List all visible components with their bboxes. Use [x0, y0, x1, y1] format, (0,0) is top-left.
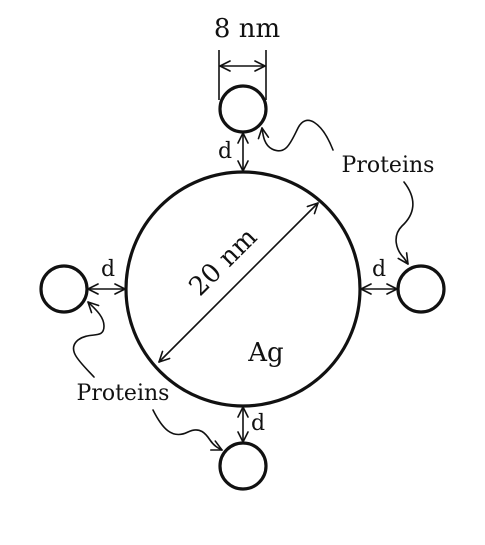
diameter-arrow: [158, 202, 319, 363]
proteins-label-top-right: Proteins: [342, 153, 435, 178]
pointer-to-protein-bottom: [152, 409, 223, 451]
protein-left: [39, 264, 89, 314]
distance-label-left: d: [101, 257, 115, 282]
protein-top: [218, 84, 268, 134]
distance-label-top: d: [218, 139, 232, 164]
distance-label-bottom: d: [251, 411, 265, 436]
proteins-label-bottom-left: Proteins: [77, 381, 170, 406]
diameter-label: 20 nm: [183, 222, 263, 302]
pointer-to-protein-right: [395, 181, 414, 265]
distance-label-right: d: [372, 257, 386, 282]
protein-right: [396, 264, 446, 314]
ag-nanoparticle: [124, 170, 362, 408]
pointer-to-protein-left: [72, 301, 105, 378]
width-label: 8 nm: [214, 14, 280, 44]
protein-bottom: [218, 441, 268, 491]
core-label: Ag: [247, 338, 283, 368]
pointer-to-protein-top: [257, 119, 334, 152]
